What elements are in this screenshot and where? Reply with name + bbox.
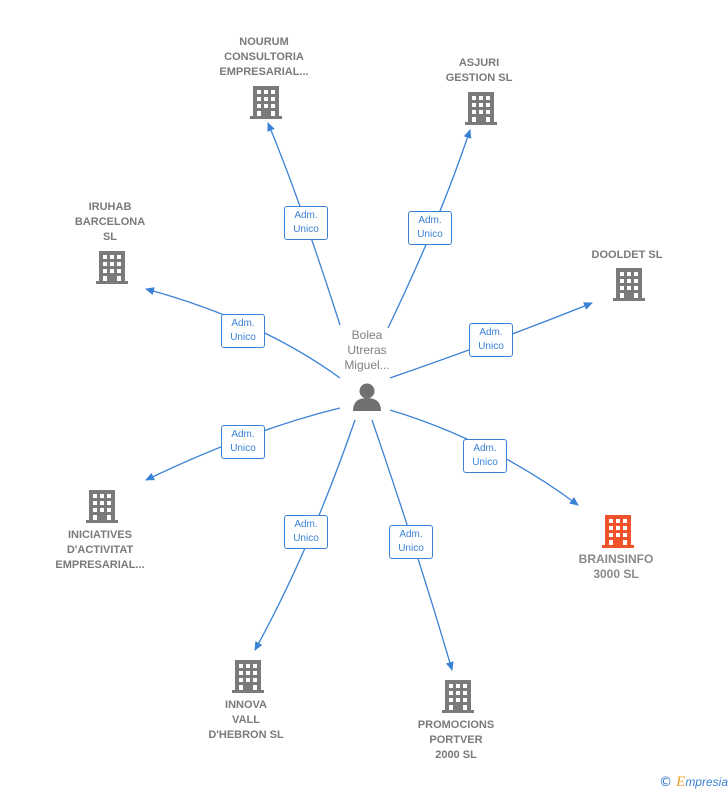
building-icon[interactable] — [613, 268, 645, 301]
company-label-iniciatives[interactable]: INICIATIVES D'ACTIVITAT EMPRESARIAL... — [55, 529, 145, 571]
person-name[interactable]: Bolea Utreras Miguel... — [344, 328, 390, 372]
brand-name: mpresia — [685, 775, 728, 789]
building-icon[interactable] — [232, 660, 264, 693]
building-icon[interactable] — [86, 490, 118, 523]
edge-label-innova[interactable]: Adm. Unico — [284, 515, 328, 549]
edge-label-iniciatives[interactable]: Adm. Unico — [221, 425, 265, 459]
building-icon[interactable] — [250, 86, 282, 119]
edge-label-brainsinfo[interactable]: Adm. Unico — [463, 439, 507, 473]
building-icon[interactable] — [96, 251, 128, 284]
building-icon[interactable] — [465, 92, 497, 125]
edge-label-nourum[interactable]: Adm. Unico — [284, 206, 328, 240]
footer-brand[interactable]: ©Empresia — [659, 774, 728, 791]
edge-label-dooldet[interactable]: Adm. Unico — [469, 323, 513, 357]
company-label-brainsinfo[interactable]: BRAINSINFO 3000 SL — [578, 552, 654, 581]
company-label-innova[interactable]: INNOVA VALL D'HEBRON SL — [208, 699, 284, 741]
edge-label-asjuri[interactable]: Adm. Unico — [408, 211, 452, 245]
building-icon[interactable] — [442, 680, 474, 713]
copyright-icon: © — [659, 775, 673, 790]
edge-label-promocions[interactable]: Adm. Unico — [389, 525, 433, 559]
edge-label-iruhab[interactable]: Adm. Unico — [221, 314, 265, 348]
company-label-asjuri[interactable]: ASJURI GESTION SL — [445, 57, 513, 84]
building-icon-highlighted[interactable] — [602, 515, 634, 548]
company-label-promocions[interactable]: PROMOCIONS PORTVER 2000 SL — [417, 719, 495, 761]
company-label-dooldet[interactable]: DOOLDET SL — [591, 249, 663, 261]
brand-logo-letter: E — [676, 774, 686, 790]
company-label-iruhab[interactable]: IRUHAB BARCELONA SL — [74, 201, 146, 243]
company-label-nourum[interactable]: NOURUM CONSULTORIA EMPRESARIAL... — [219, 36, 309, 78]
person-icon[interactable] — [353, 383, 381, 412]
